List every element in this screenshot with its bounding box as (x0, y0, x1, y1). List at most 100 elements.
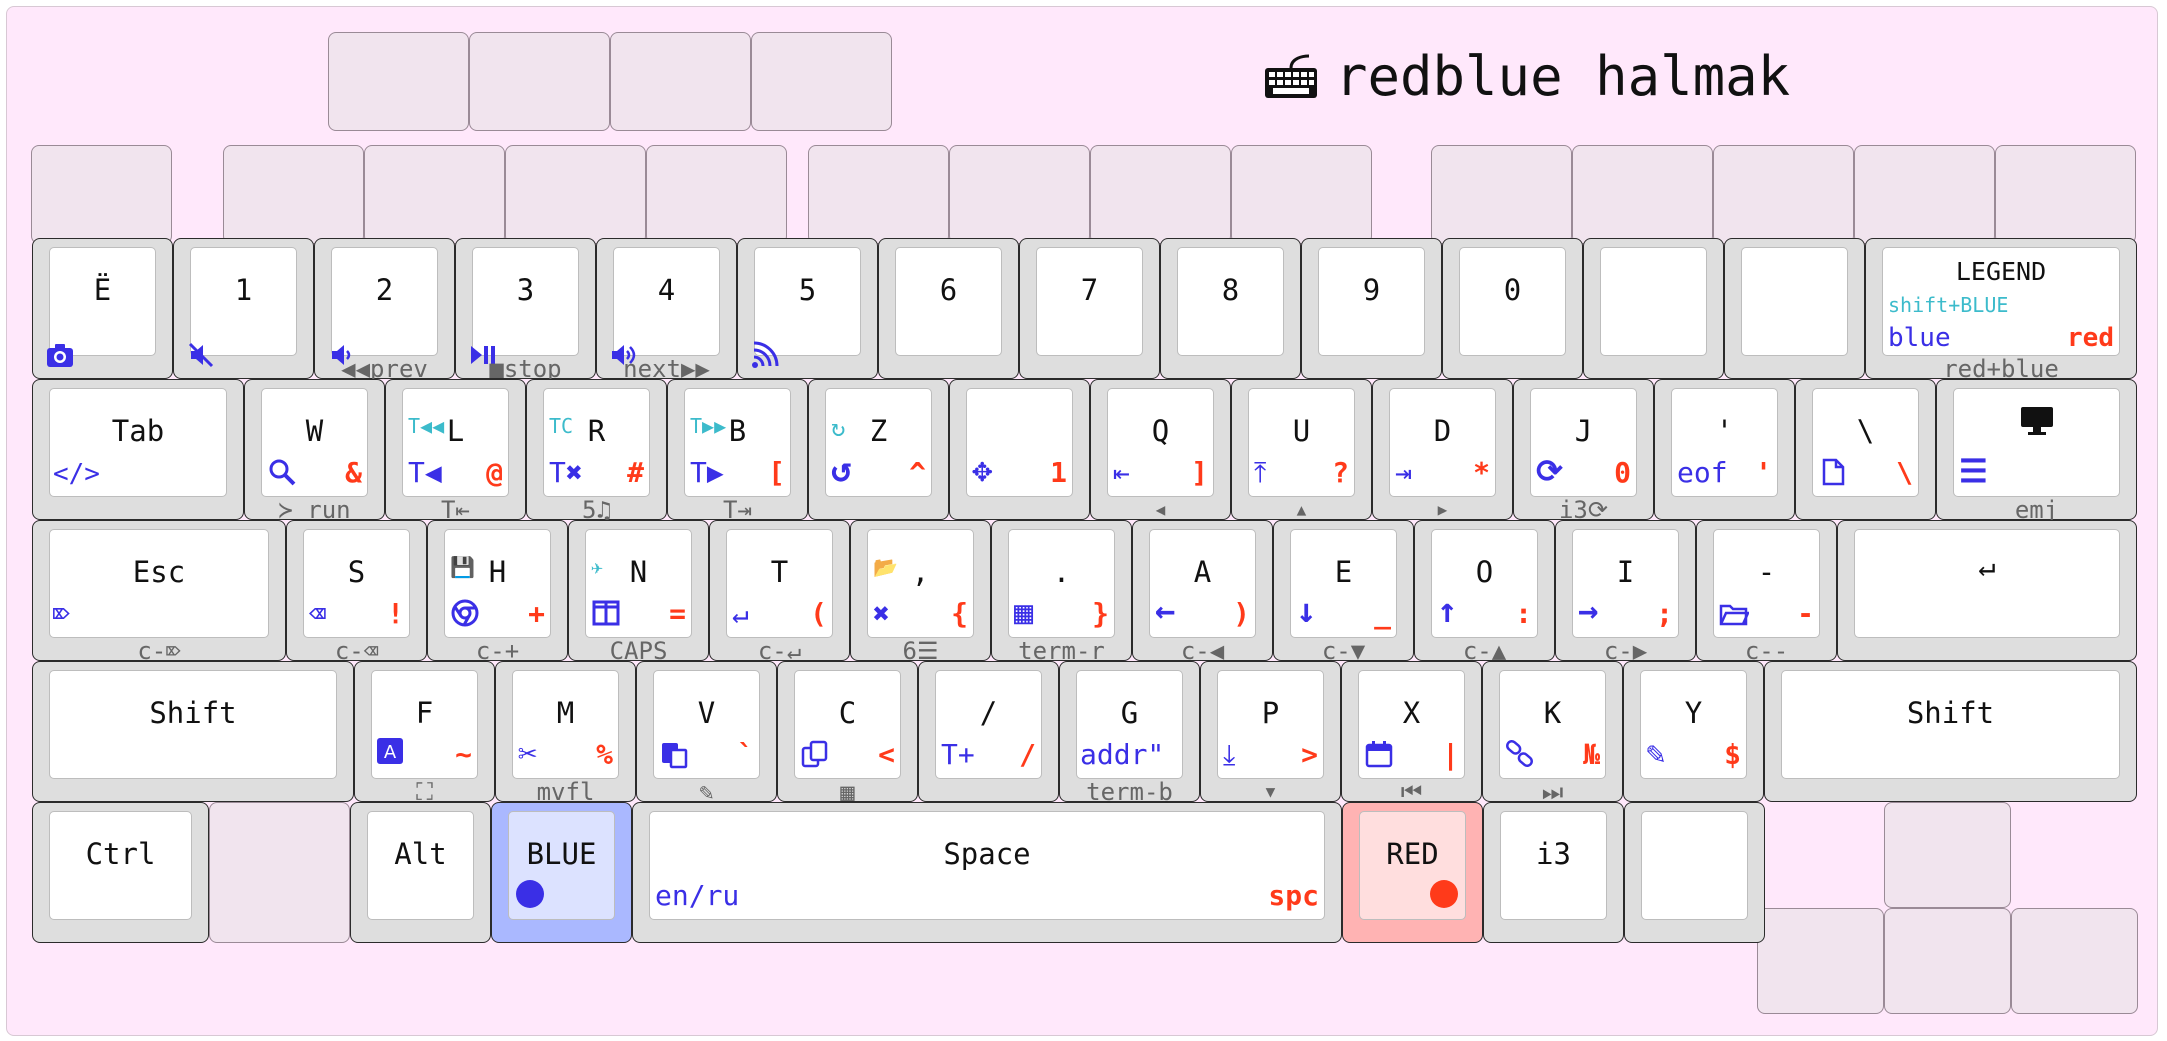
key-apostrophe[interactable]: ' eof ' (1654, 379, 1795, 520)
key-v[interactable]: V ` ✎ (636, 661, 777, 804)
keycap (825, 388, 932, 497)
keycap (895, 247, 1002, 356)
key-label: ↵ (1978, 549, 1996, 583)
key-a[interactable]: A ← ) c-◀ (1132, 520, 1273, 663)
ghost-key (469, 32, 610, 131)
key-7[interactable]: 7 (1019, 238, 1160, 379)
key-3[interactable]: 3 ■stop (455, 238, 596, 381)
key-m[interactable]: M ✂ % mvfl (495, 661, 636, 804)
ghost-key (505, 145, 646, 244)
key-minus[interactable]: - - c-- (1696, 520, 1837, 663)
monitor-icon (1937, 406, 2136, 443)
key-alt[interactable]: Alt (350, 802, 491, 943)
key-z[interactable]: Z ↻ ↺ ^ (808, 379, 949, 520)
ghost-key (949, 145, 1090, 244)
key-6[interactable]: 6 (878, 238, 1019, 379)
keycap (1318, 247, 1425, 356)
key-i[interactable]: I → ; c-▶ (1555, 520, 1696, 665)
key-u[interactable]: U ⤒ ? ▲ (1231, 379, 1372, 520)
key-red: } (1092, 597, 1109, 630)
key-sublabel: c-▶ (1603, 637, 1648, 665)
key-label: . (1052, 555, 1071, 589)
keycap (1500, 811, 1607, 920)
key-blue-layer[interactable]: BLUE (491, 802, 632, 943)
key-0[interactable]: 0 (1442, 238, 1583, 379)
key-red: 0 (1614, 456, 1631, 489)
key-p[interactable]: P ⤓ > ▼ (1200, 661, 1341, 802)
key-w[interactable]: W & ≻_run (244, 379, 385, 522)
key-f[interactable]: F A ~ ⛶ (354, 661, 495, 804)
key-i3[interactable]: i3 (1483, 802, 1624, 943)
key-d[interactable]: D ⇥ * ▶ (1372, 379, 1513, 520)
key-right-shift[interactable]: Shift (1764, 661, 2137, 802)
key-esc[interactable]: Esc ⌦ c-⌦ (32, 520, 286, 663)
key-red: ) (1233, 597, 1250, 630)
key-label: Y (1684, 696, 1703, 730)
key-slash[interactable]: / T+ / (918, 661, 1059, 802)
keycap (303, 529, 410, 638)
key-period[interactable]: . ▦ } term-r (991, 520, 1132, 663)
list-icon: ☰ (1959, 452, 1988, 490)
key-e-umlaut[interactable]: Ë (32, 238, 173, 379)
key-1[interactable]: 1 (173, 238, 314, 379)
key-x[interactable]: X | ⏮ (1341, 661, 1482, 804)
keycap (1107, 388, 1214, 497)
key-t[interactable]: T ↵ ( c-↵ (709, 520, 850, 663)
key-8[interactable]: 8 (1160, 238, 1301, 379)
key-blank[interactable] (1583, 238, 1724, 379)
key-sublabel: i3⟳ (1558, 496, 1608, 524)
keycap (49, 529, 269, 638)
key-o[interactable]: O ↑ : c-▲ (1414, 520, 1555, 663)
key-e[interactable]: E ↓ _ c-▼ (1273, 520, 1414, 663)
key-sublabel: ◀ (1155, 500, 1166, 519)
key-left-shift[interactable]: Shift (32, 661, 354, 802)
key-y[interactable]: Y ✎ $ (1623, 661, 1764, 802)
key-label: P (1261, 696, 1280, 730)
key-enter[interactable]: ↵ (1837, 520, 2137, 661)
ghost-key (808, 145, 949, 244)
key-q[interactable]: Q ⇤ ] ◀ (1090, 379, 1231, 520)
key-label: B (728, 414, 747, 448)
ghost-key (223, 145, 364, 244)
key-9[interactable]: 9 (1301, 238, 1442, 379)
key-k[interactable]: K № ⏭ (1482, 661, 1623, 804)
key-b[interactable]: B T▶▶ T▶ [ T⇥ (667, 379, 808, 522)
key-g[interactable]: G addr" term-b (1059, 661, 1200, 804)
key-label: / (979, 696, 998, 730)
key-blank[interactable] (1724, 238, 1865, 379)
key-s[interactable]: S ⌫ ! c-⌫ (286, 520, 427, 663)
key-label: ' (1715, 414, 1734, 448)
keycap (49, 247, 156, 356)
key-h[interactable]: H 💾 + c-+ (427, 520, 568, 663)
key-blank[interactable] (1624, 802, 1765, 943)
legend-red: red (2067, 323, 2114, 353)
key-emoji[interactable]: ☰ emj (1936, 379, 2137, 522)
key-2[interactable]: 2 ◀◀prev (314, 238, 455, 381)
key-red: ' (1755, 456, 1772, 489)
key-space[interactable]: Space en/ru spc (632, 802, 1342, 943)
key-label: F (415, 696, 434, 730)
key-label: W (305, 414, 324, 448)
key-j[interactable]: J ⟳ 0 i3⟳ (1513, 379, 1654, 524)
key-backslash[interactable]: \ \ (1795, 379, 1936, 520)
key-4[interactable]: 4 next▶▶ (596, 238, 737, 381)
key-red: _ (1374, 597, 1391, 630)
key-move[interactable]: ✥ 1 (949, 379, 1090, 520)
key-red: < (878, 738, 895, 771)
key-c[interactable]: C < ▦ (777, 661, 918, 804)
svg-text:A: A (384, 742, 397, 763)
key-l[interactable]: L T◀◀ T◀ @ T⇤ (385, 379, 526, 522)
key-red-layer[interactable]: RED (1342, 802, 1483, 943)
key-label: 6 (939, 273, 958, 307)
ghost-key (2011, 908, 2138, 1014)
key-r[interactable]: R TC T✖ # 5♫ (526, 379, 667, 522)
key-label: E (1334, 555, 1353, 589)
key-ctrl[interactable]: Ctrl (32, 802, 209, 943)
key-comma[interactable]: , 📂 ✖ { 6☰ (850, 520, 991, 663)
key-red: # (627, 456, 644, 489)
keycap (1741, 247, 1848, 356)
key-n[interactable]: N ✈ = CAPS (568, 520, 709, 663)
key-tab[interactable]: Tab </> (32, 379, 244, 520)
key-5[interactable]: 5 (737, 238, 878, 379)
key-label: 2 (375, 273, 394, 307)
